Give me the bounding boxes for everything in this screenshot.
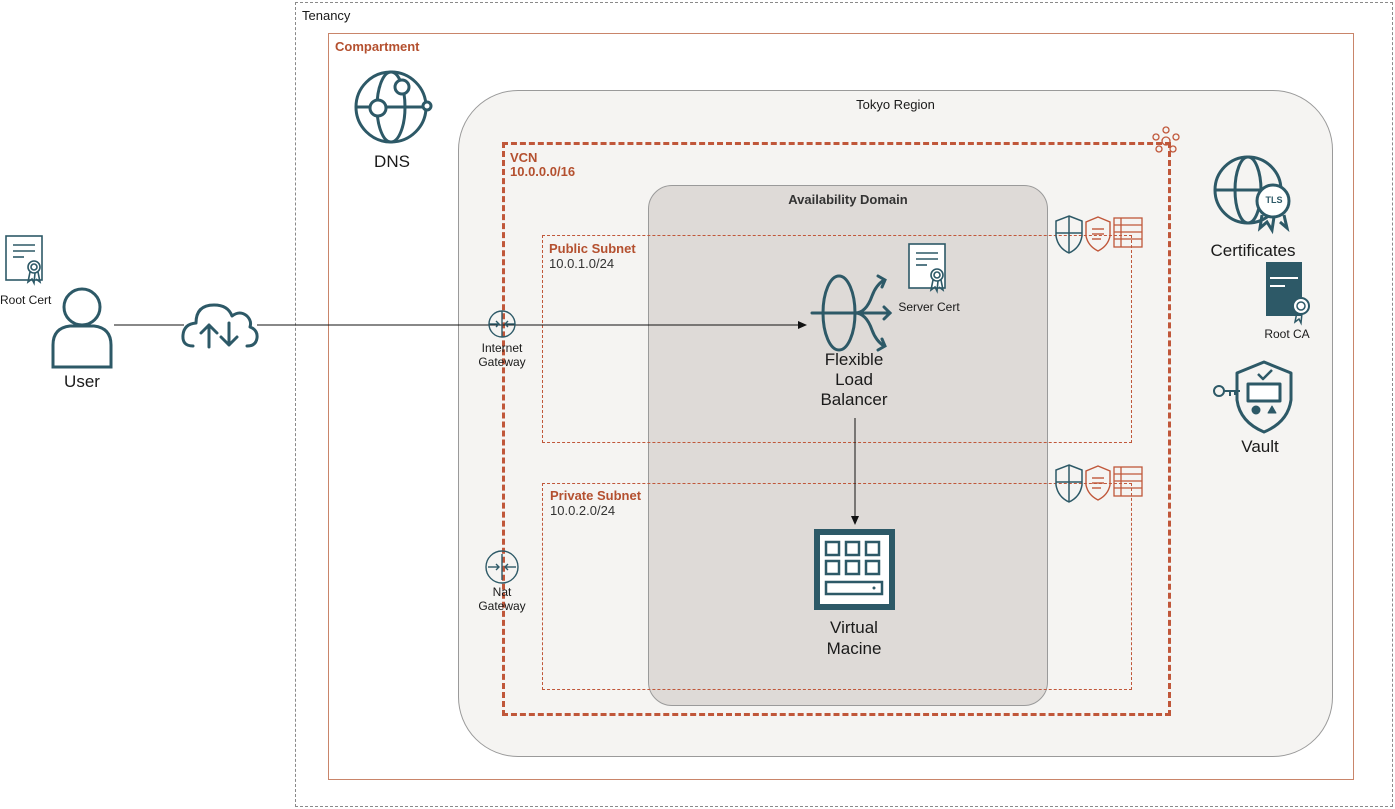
dns-label: DNS [374,152,410,171]
private-security-list-icon [1085,465,1111,501]
server-cert-label: Server Cert [898,300,960,314]
nat-gateway-label: Nat Gateway [478,585,526,613]
public-security-list-icon [1085,216,1111,252]
availability-domain-boundary [648,185,1048,706]
public-shield-icon [1055,215,1083,254]
tls-globe-icon [1213,155,1291,235]
region-label: Tokyo Region [856,97,935,112]
compute-icon [814,529,895,610]
vault-label: Vault [1241,437,1279,456]
root-ca-label: Root CA [1264,327,1310,341]
public-subnet-cidr: 10.0.1.0/24 [549,256,615,271]
certificates-label: Certificates [1210,241,1296,260]
tenancy-label: Tenancy [302,8,351,23]
private-subnet-cidr: 10.0.2.0/24 [550,503,616,518]
internet-gateway-label: Internet Gateway [478,341,526,369]
user-icon [51,287,113,369]
internet-cloud-icon [181,303,259,349]
vcn-label: VCN [510,150,538,165]
root-cert-certificate-icon [5,235,43,286]
server-ca-icon [1266,262,1310,326]
load-balancer-icon [810,274,893,352]
compartment-label: Compartment [335,39,420,54]
nat-gateway-icon [485,550,519,584]
public-route-table-icon [1113,217,1143,248]
private-subnet-boundary [542,483,1132,690]
vcn-boundary [502,142,1171,716]
private-shield-icon [1055,464,1083,503]
public-subnet-boundary [542,235,1132,443]
vcn-icon [1152,126,1180,153]
tenancy-boundary [295,2,1393,807]
root-cert-label: Root Cert [0,293,52,307]
compartment-boundary [328,33,1354,780]
server-cert-certificate-icon [908,243,946,294]
load-balancer-label: Flexible Load Balancer [820,350,888,409]
public-subnet-label: Public Subnet [549,241,636,256]
vcn-cidr: 10.0.0.0/16 [510,164,576,179]
virtual-machine-label: Virtual Macine [826,618,882,658]
private-subnet-label: Private Subnet [550,488,642,503]
user-label: User [64,372,100,391]
vault-icon [1213,360,1293,434]
dns-globe-icon [354,70,433,144]
private-route-table-icon [1113,466,1143,497]
internet-gateway-icon [488,310,516,338]
availability-domain-label: Availability Domain [788,192,908,207]
tls-badge-text: TLS [1265,195,1283,205]
